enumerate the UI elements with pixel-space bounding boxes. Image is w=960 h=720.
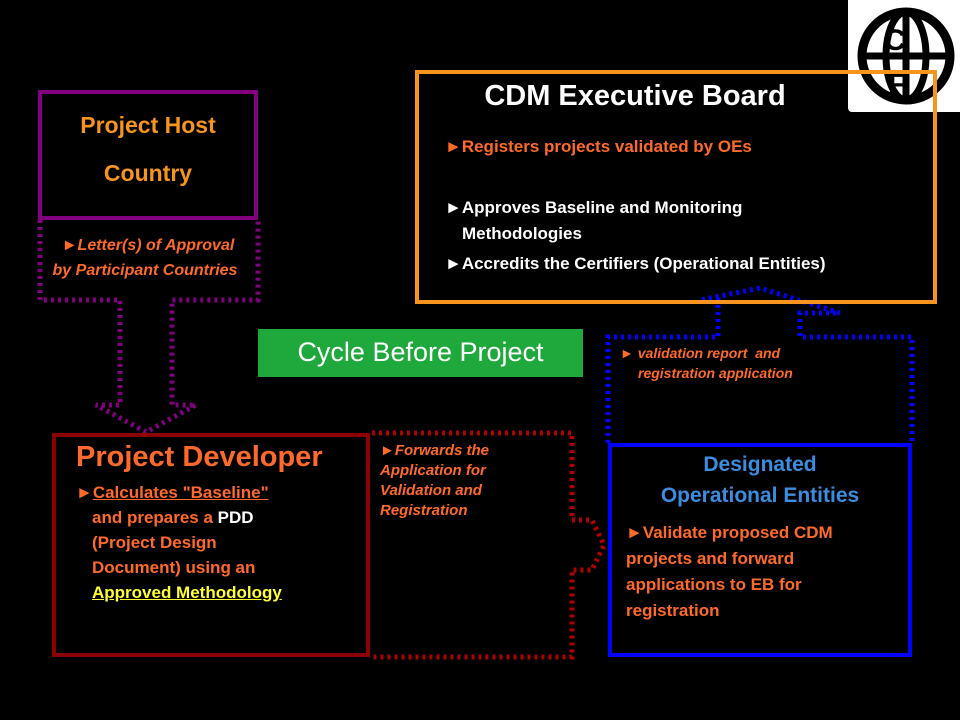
validation-note-line1: ► validation report and: [620, 345, 781, 361]
developer-line3: (Project Design: [92, 533, 217, 552]
host-title-line1: Project Host: [80, 112, 216, 138]
board-item-approve-line2: Methodologies: [462, 224, 582, 243]
doe-title-line1: Designated: [703, 453, 817, 476]
project-developer-box: [52, 433, 370, 657]
developer-title: Project Developer: [76, 441, 323, 473]
board-item-register: ►Registers projects validated by OEs: [445, 137, 752, 156]
developer-line5: Approved Methodology: [92, 583, 282, 602]
forward-note-line4: Registration: [380, 502, 468, 519]
cycle-label: [258, 329, 583, 377]
forward-note-line1: ►Forwards the: [380, 442, 490, 459]
globe-icon: C F: [857, 7, 955, 105]
doe-line3: applications to EB for: [626, 575, 802, 594]
executive-board-box: [415, 70, 937, 304]
board-item-approve-line1: ►Approves Baseline and Monitoring: [445, 198, 743, 217]
doe-title-line2: Operational Entities: [660, 484, 860, 507]
forward-note-line3: Validation and: [380, 482, 482, 499]
doe-line4: registration: [626, 601, 720, 620]
approval-note-line2: by Participant Countries: [52, 262, 238, 279]
forward-note-line2: Application for: [380, 462, 486, 479]
board-item-accredit: ►Accredits the Certifiers (Operational E…: [445, 254, 826, 273]
logo-letter-c: C: [884, 24, 906, 57]
developer-line1: Calculates "Baseline": [92, 483, 269, 502]
host-to-developer-arrow: [37, 220, 261, 435]
developer-arrow: ►: [76, 483, 93, 502]
logo-letter-f: F: [888, 68, 906, 101]
developer-line2: and prepares a: [92, 508, 218, 527]
developer-text: ►Calculates "Baseline" and prepares a PD…: [76, 480, 356, 605]
cycle-label-text: Cycle Before Project: [297, 337, 544, 367]
host-title-line2: Country: [103, 160, 193, 186]
doe-line1: ►Validate proposed CDM: [626, 523, 833, 542]
developer-line4: Document) using an: [92, 558, 256, 577]
developer-pdd: PDD: [217, 508, 254, 527]
doe-text: ►Validate proposed CDM projects and forw…: [626, 520, 833, 624]
forward-note: ►Forwards the Application for Validation…: [380, 441, 489, 521]
board-title: CDM Executive Board: [484, 80, 786, 112]
host-country-box: [38, 90, 258, 220]
approval-note-line1: ►Letter(s) of Approval: [61, 237, 235, 254]
doe-box: [608, 443, 912, 657]
doe-line2: projects and forward: [626, 549, 795, 568]
validation-note-line2: registration application: [638, 365, 793, 381]
